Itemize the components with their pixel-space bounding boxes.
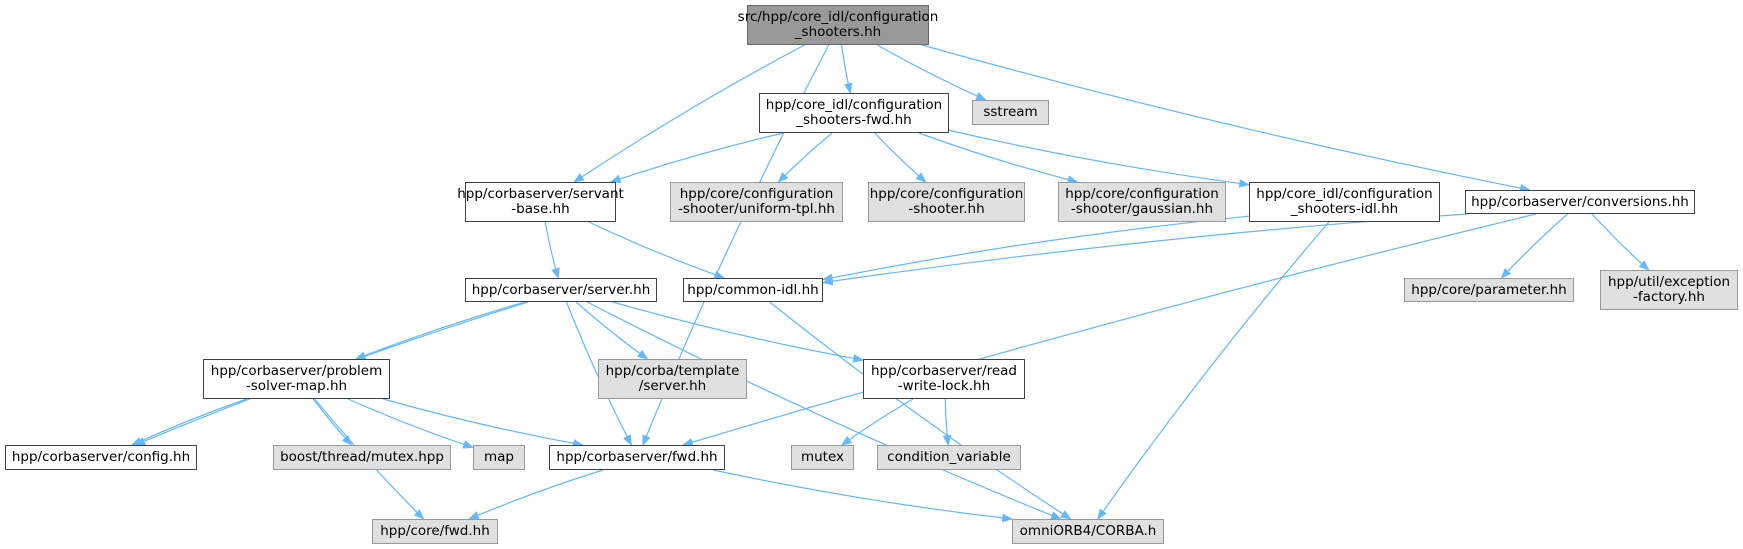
edge-psmap-to-map	[347, 398, 475, 449]
node-corbaserver-fwd[interactable]: hpp/corbaserver/fwd.hh	[549, 445, 725, 470]
edge-fwd_cs-to-servant	[609, 132, 784, 183]
node-common-idl[interactable]: hpp/common-idl.hh	[683, 278, 823, 302]
edge-commonidl-to-corba	[769, 301, 1072, 520]
edge-fwd_cs-to-gaussian	[918, 132, 1079, 184]
edge-psmap-to-boostmutex	[312, 398, 353, 446]
node-servant-base[interactable]: hpp/corbaserver/servant -base.hh	[457, 182, 624, 222]
node-uniform-tpl: hpp/core/configuration -shooter/uniform-…	[670, 182, 843, 222]
node-condition-variable: condition_variable	[877, 445, 1021, 470]
node-map: map	[473, 445, 525, 470]
node-core-fwd: hpp/core/fwd.hh	[372, 519, 498, 544]
node-configuration-shooters-fwd[interactable]: hpp/core_idl/configuration _shooters-fwd…	[759, 93, 949, 133]
edge-server-to-rwlock	[612, 301, 865, 363]
edge-root-to-conversions	[921, 44, 1531, 193]
edge-server-to-corba	[586, 301, 1062, 520]
edge-conversions-to-csfwd	[682, 213, 1536, 447]
edge-server-to-csfwd	[565, 301, 632, 446]
edge-server-to-tplserver	[575, 301, 649, 360]
edge-idl_cs-to-corba	[1097, 221, 1330, 520]
node-configuration-shooters-idl[interactable]: hpp/core_idl/configuration _shooters-idl…	[1249, 182, 1440, 222]
node-boost-thread-mutex: boost/thread/mutex.hpp	[273, 445, 451, 470]
node-parameter: hpp/core/parameter.hh	[1404, 278, 1574, 302]
node-mutex: mutex	[791, 445, 854, 470]
node-read-write-lock[interactable]: hpp/corbaserver/read -write-lock.hh	[863, 359, 1025, 399]
node-exception-factory: hpp/util/exception -factory.hh	[1600, 270, 1738, 310]
edge-fwd_cs-to-shooter	[874, 132, 927, 183]
edge-fwd_cs-to-uniform	[777, 132, 833, 183]
node-configuration-shooter: hpp/core/configuration -shooter.hh	[868, 182, 1025, 222]
edge-servant-to-commonidl	[588, 221, 726, 279]
node-gaussian: hpp/core/configuration -shooter/gaussian…	[1058, 182, 1226, 222]
node-sstream: sstream	[972, 100, 1049, 125]
node-server[interactable]: hpp/corbaserver/server.hh	[465, 278, 657, 302]
edge-csfwd-to-corba	[713, 469, 1014, 523]
edge-root-to-fwd_cs	[841, 44, 853, 95]
edge-servant-to-server	[544, 221, 560, 280]
edge-conversions-to-exception	[1591, 213, 1650, 271]
node-template-server: hpp/corba/template /server.hh	[598, 359, 747, 399]
edge-csfwd-to-corefwd	[468, 469, 604, 520]
edge-root-to-servant	[573, 44, 805, 183]
edge-root-to-sstream	[877, 44, 987, 101]
edge-psmap-to-config	[131, 398, 247, 446]
node-omniorb-corba: omniORB4/CORBA.h	[1012, 519, 1164, 544]
edge-rwlock-to-condvar	[942, 398, 952, 447]
edge-fwd_cs-to-idl_cs	[948, 129, 1251, 188]
edge-psmap-to-csfwd	[383, 398, 584, 448]
node-config[interactable]: hpp/corbaserver/config.hh	[5, 445, 197, 470]
edge-conversions-to-commonidl	[821, 213, 1468, 286]
edge-idl_cs-to-commonidl	[821, 215, 1250, 282]
edge-conversions-to-parameter	[1500, 213, 1568, 279]
edge-rwlock-to-mutex	[840, 398, 914, 446]
edge-server-to-psmap	[354, 301, 526, 360]
node-problem-solver-map[interactable]: hpp/corbaserver/problem -solver-map.hh	[203, 359, 390, 399]
node-root-configuration-shooters: src/hpp/core_idl/configuration _shooters…	[738, 5, 938, 45]
node-conversions[interactable]: hpp/corbaserver/conversions.hh	[1465, 190, 1695, 214]
